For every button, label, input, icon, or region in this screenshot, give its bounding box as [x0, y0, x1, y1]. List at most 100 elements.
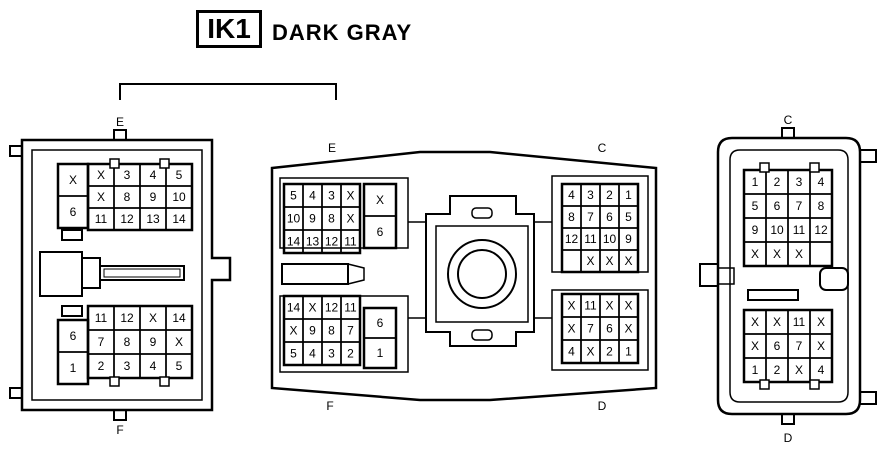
pin-label: X: [175, 335, 183, 349]
right-key-bottom: [781, 413, 795, 425]
pin-label: X: [773, 315, 781, 329]
latch-tab: [809, 162, 820, 173]
pin-cavity: [363, 215, 397, 249]
middle-center-post: [425, 195, 535, 347]
grouping-bracket: [119, 83, 337, 100]
middle-e-label: E: [328, 141, 336, 155]
pin-label: 4: [150, 359, 157, 373]
pin-label: 10: [287, 212, 301, 226]
pin-cavity: [340, 341, 361, 366]
pin-label: 1: [70, 361, 77, 375]
pin-label: 9: [150, 335, 157, 349]
pin-label: 5: [290, 347, 297, 361]
pin-label: 9: [150, 190, 157, 204]
pin-cavity: [561, 249, 582, 273]
pin-cavity: [618, 339, 639, 364]
left-bottom-label: F: [116, 423, 123, 437]
pin-label: 3: [796, 175, 803, 189]
pin-label: 4: [568, 188, 575, 202]
pin-label: 4: [309, 347, 316, 361]
pin-label: 4: [309, 189, 316, 203]
pin-label: 11: [584, 232, 597, 246]
right-slot: [747, 289, 799, 301]
pin-label: 8: [124, 335, 131, 349]
pin-label: 6: [70, 205, 77, 219]
pin-label: 1: [625, 345, 632, 359]
pin-label: 3: [587, 188, 594, 202]
pin-label: 7: [587, 210, 594, 224]
pin-label: 1: [752, 175, 759, 189]
pin-label: 11: [344, 301, 357, 315]
right-latch: [819, 267, 849, 291]
pin-label: X: [817, 315, 825, 329]
pin-label: 4: [818, 175, 825, 189]
left-latch: [39, 251, 83, 297]
pin-label: X: [773, 247, 781, 261]
pin-cavity: [809, 241, 833, 267]
pin-label: 12: [325, 301, 339, 315]
pin-label: X: [586, 254, 594, 268]
pin-cavity: [165, 353, 193, 379]
pin-label: X: [149, 311, 157, 325]
pin-label: X: [817, 339, 825, 353]
pin-label: 9: [752, 223, 759, 237]
pin-label: 11: [95, 311, 108, 325]
pin-label: 6: [70, 329, 77, 343]
pin-label: 6: [377, 316, 384, 330]
pin-label: 11: [584, 299, 597, 313]
right-bottom-label: D: [784, 431, 793, 445]
pin-label: 11: [344, 235, 357, 249]
pin-label: 11: [793, 223, 806, 237]
latch-tab: [809, 379, 820, 390]
left-upper-stub: [61, 229, 83, 241]
pin-label: 1: [752, 363, 759, 377]
pin-label: 12: [120, 212, 134, 226]
pin-label: 8: [124, 190, 131, 204]
pin-label: X: [289, 324, 297, 338]
pin-cavity: [363, 337, 397, 369]
pin-label: 13: [146, 212, 160, 226]
pin-label: X: [346, 189, 354, 203]
pin-label: 1: [377, 346, 384, 360]
left-top-label: E: [116, 115, 124, 129]
pin-label: X: [97, 190, 105, 204]
pin-label: 14: [172, 311, 186, 325]
pin-label: 6: [606, 322, 613, 336]
pin-label: 2: [98, 359, 105, 373]
pin-label: 10: [770, 223, 784, 237]
pin-label: 12: [565, 232, 579, 246]
pin-label: 12: [120, 311, 134, 325]
pin-label: 7: [796, 199, 803, 213]
pin-label: X: [624, 254, 632, 268]
pin-label: 14: [172, 212, 186, 226]
pin-label: 4: [818, 363, 825, 377]
pin-label: 6: [377, 225, 384, 239]
pin-cavity: [809, 357, 833, 383]
pin-label: X: [567, 299, 575, 313]
pin-label: X: [751, 315, 759, 329]
pin-label: X: [567, 322, 575, 336]
pin-label: X: [605, 254, 613, 268]
latch-tab: [759, 379, 770, 390]
pin-label: X: [795, 363, 803, 377]
latch-tab: [159, 158, 170, 169]
pin-label: 2: [606, 345, 613, 359]
pin-label: 14: [287, 301, 301, 315]
pin-label: 7: [347, 324, 354, 338]
latch-tab: [159, 376, 170, 387]
latch-tab: [109, 158, 120, 169]
pin-cavity: [618, 249, 639, 273]
left-key-top: [113, 129, 127, 141]
middle-d-label: D: [598, 399, 607, 413]
pin-label: 7: [587, 322, 594, 336]
pin-label: 5: [176, 168, 183, 182]
pin-label: 12: [325, 235, 339, 249]
pin-label: 2: [347, 347, 354, 361]
pin-label: 2: [774, 175, 781, 189]
